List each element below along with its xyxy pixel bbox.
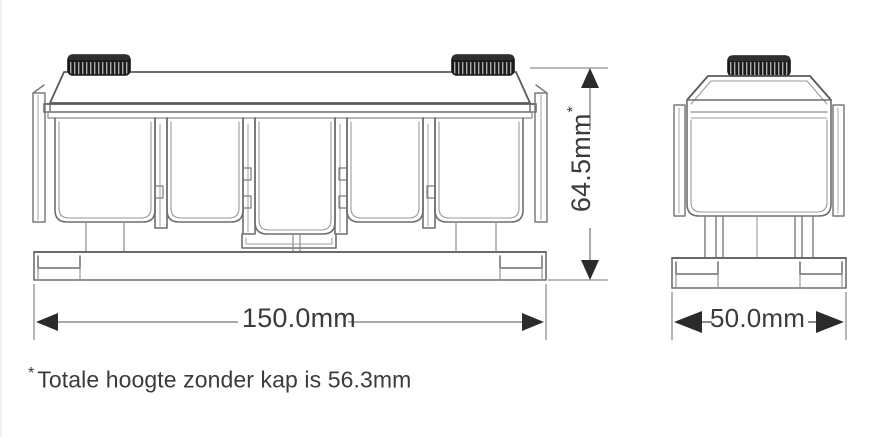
arrowhead-up [581,68,599,88]
front-cap-left [67,54,131,76]
front-divider-4 [422,117,436,229]
front-cell-4 [346,117,424,223]
side-view [671,55,847,289]
footnote-text: Totale hoogte zonder kap is 56.3mm [37,366,412,393]
side-rail-right [832,104,845,217]
arrowhead-right [522,313,544,331]
side-rail-left [673,104,686,217]
front-view [32,54,548,281]
dimension-height-value: 64.5mm [566,113,596,213]
front-cell-3 [241,117,337,249]
side-body [686,99,832,217]
side-base [671,257,847,289]
dimension-height [530,67,608,281]
arrowhead-left [36,313,58,331]
front-lid [43,71,537,119]
arrowhead-right-out [816,311,844,333]
front-base [33,221,547,281]
front-divider-3 [334,117,348,235]
front-cell-2 [166,117,244,223]
side-cap [727,55,791,77]
side-legs [704,215,814,259]
arrowhead-left-out [674,311,702,333]
front-rail-right [534,84,548,223]
dimension-label-width-front: 150.0mm [242,303,356,333]
left-edge-border [0,0,2,437]
footnote-marker: * [28,365,35,382]
side-shoulder [686,75,832,105]
dimension-label-height: 64.5mm* [565,106,597,213]
dimension-width-side [671,292,847,340]
arrowhead-down [581,260,599,280]
dimension-width-front [33,284,547,340]
footnote: *Totale hoogte zonder kap is 56.3mm [28,365,412,394]
front-divider-1 [154,117,168,229]
front-cell-5 [434,117,524,223]
dimension-height-marker: * [565,106,582,113]
front-divider-2 [242,117,256,235]
front-cell-1 [54,117,156,223]
front-cap-right [451,54,515,76]
dimension-label-width-side: 50.0mm [710,303,806,333]
front-rail-left [32,84,46,223]
